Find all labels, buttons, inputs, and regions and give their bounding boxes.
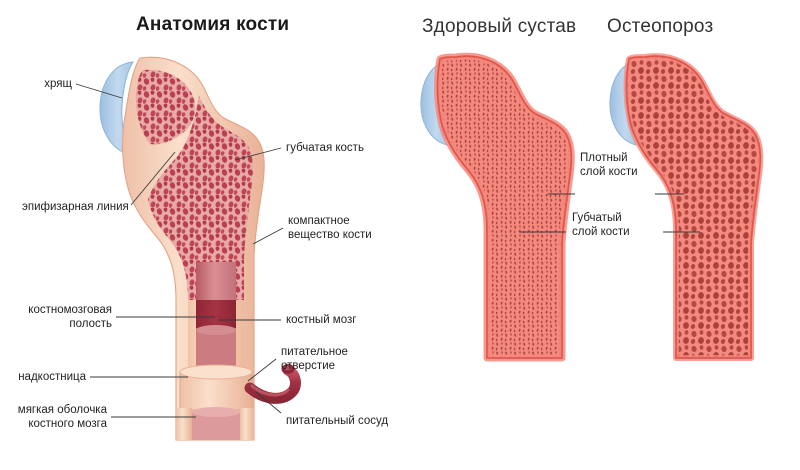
leader-compact-bone (252, 227, 284, 245)
label-nutrient-vessel: питательный сосуд (286, 415, 389, 427)
label-compact-bone: компактное вещество кости (288, 215, 372, 241)
left-femur-cortical (122, 56, 265, 441)
periosteum-collar (179, 371, 253, 411)
leader-spongy-bone (234, 147, 282, 161)
osteoporosis-title: Остеопороз (607, 16, 714, 37)
leader-lines (75, 83, 700, 418)
leader-nutrient-foramen (247, 358, 277, 382)
leader-epiphyseal-line (130, 151, 176, 206)
left-panel-title: Анатомия кости (136, 14, 290, 35)
label-bone-marrow: костный мозг (286, 314, 357, 326)
bone-marrow-band (196, 300, 236, 328)
healthy-bone-artwork (420, 52, 575, 362)
label-spongy-bone-layer: Губчатый слой кости (572, 212, 630, 238)
leader-nutrient-vessel (255, 391, 282, 414)
label-dense-bone-layer: Плотный слой кости (580, 152, 638, 178)
endosteum-band (192, 412, 240, 440)
marrow-cavity-artwork (176, 262, 254, 440)
cartilage-cap (99, 61, 134, 156)
label-epiphyseal-line: эпифизарная линия (22, 201, 129, 213)
osteoporotic-bone-artwork (609, 53, 764, 361)
label-marrow-cavity: костномозговая полость (28, 304, 112, 330)
left-femur-trabecular (135, 69, 253, 352)
label-periosteum: надкостница (18, 371, 86, 383)
label-spongy-bone: губчатая кость (286, 142, 364, 154)
label-endosteum: мягкая оболочка костного мозга (17, 404, 107, 430)
leader-cartilage (75, 83, 123, 99)
healthy-joint-title: Здоровый сустав (422, 16, 577, 37)
label-nutrient-foramen: питательное отверстие (281, 346, 348, 372)
label-cartilage: хрящ (44, 78, 72, 90)
